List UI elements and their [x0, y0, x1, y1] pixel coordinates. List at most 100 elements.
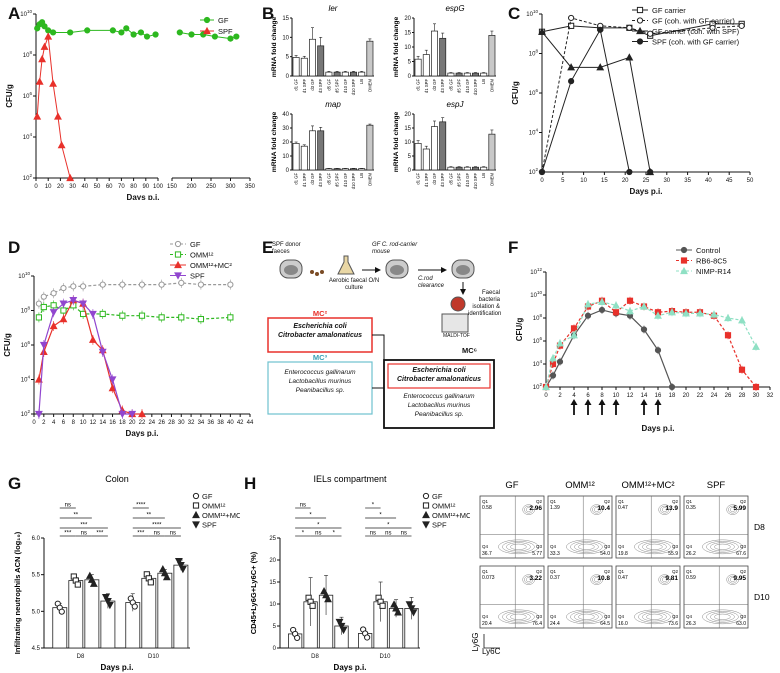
x-tick-label: 26 [725, 393, 732, 399]
data-point [49, 321, 58, 330]
x-tick-label: 40 [227, 420, 234, 426]
x-tick-label: d3 GF [310, 173, 315, 185]
quadrant-name: Q4 [618, 544, 625, 549]
data-point [568, 14, 575, 22]
x-tick-label: 30 [663, 178, 670, 184]
data-point [35, 77, 44, 85]
chart-title: IELs compartment [313, 474, 387, 484]
x-tick-label: 26 [158, 420, 165, 426]
clearance-text: C.rod clearance [418, 276, 445, 289]
legend-label: GF carrier (coh. with SPF) [652, 27, 740, 36]
contour [702, 609, 743, 625]
x-tick-label: LB [481, 173, 486, 178]
legend-marker [203, 16, 211, 24]
data-point [34, 410, 43, 419]
contour [502, 540, 535, 553]
x-tick-label: D10 [379, 654, 391, 660]
data-point [647, 30, 654, 37]
quadrant-name: Q4 [550, 614, 557, 619]
data-point [612, 301, 620, 309]
y-tick-label: 15 [404, 31, 411, 37]
data-point [69, 297, 78, 305]
bar [317, 45, 325, 77]
legend-label: GF carrier [652, 6, 686, 15]
y-tick-label: 104 [21, 375, 31, 384]
y-tick-label: 1012 [530, 267, 542, 276]
legend-marker [174, 251, 182, 258]
facs-y-axis-label: Ly6G [471, 633, 480, 652]
y-tick-label: 6.0 [32, 536, 41, 542]
significance-label: *** [64, 531, 72, 537]
contour [524, 575, 534, 584]
data-point [178, 314, 185, 321]
x-axis-label: Days p.i. [334, 663, 367, 672]
y-tick-label: 0 [286, 168, 290, 174]
x-tick-label: d5 SPF [335, 79, 340, 93]
x-tick-label: 20 [622, 178, 629, 184]
bar [333, 71, 341, 77]
quadrant-name: Q1 [686, 569, 693, 574]
data-point [542, 382, 550, 391]
quadrant-value: 1.39 [550, 505, 560, 511]
data-point [394, 608, 402, 616]
x-tick-label: d3 GF [432, 79, 437, 91]
x-tick-label: d1 SPF [424, 79, 429, 93]
data-point [162, 573, 171, 581]
bar [431, 30, 438, 77]
petri-dish-icon [450, 296, 466, 312]
data-point [538, 168, 546, 176]
legend-marker [636, 17, 644, 24]
contour [726, 504, 739, 515]
quadrant-name: Q3 [604, 614, 611, 619]
y-tick-label: 20 [282, 140, 289, 146]
contour [574, 542, 599, 552]
panel-label-a: A [8, 4, 21, 23]
y-tick-label: 106 [529, 88, 539, 97]
data-point [335, 618, 344, 627]
legend-marker [192, 492, 200, 500]
significance-label: ns [170, 531, 176, 537]
x-tick-label: 10 [580, 178, 587, 184]
legend-label: GF [202, 492, 213, 501]
bar [422, 148, 430, 171]
data-point [152, 31, 159, 38]
bar [480, 72, 488, 77]
y-tick-label: 104 [533, 359, 543, 368]
series-line [38, 299, 133, 415]
data-point [158, 281, 165, 288]
x-tick-label: d3 SPF [440, 79, 445, 93]
data-point [50, 302, 57, 309]
contour [638, 610, 671, 623]
data-point [40, 303, 47, 311]
x-tick-label: 10 [45, 184, 52, 190]
legend-marker [680, 246, 688, 254]
data-point [38, 54, 47, 63]
contour [642, 612, 667, 622]
contour [592, 505, 602, 514]
data-point [108, 376, 117, 384]
x-tick-label: d1 SPF [424, 173, 429, 187]
quadrant-name: Q1 [686, 499, 693, 504]
x-tick-label: 2 [42, 420, 46, 426]
bar [366, 124, 374, 171]
data-point [74, 581, 81, 588]
x-tick-label: d3 SPF [318, 79, 323, 93]
contour [642, 542, 667, 552]
contour [661, 507, 668, 513]
x-tick-label: d5 SPF [457, 79, 462, 93]
quadrant-name: Q2 [536, 499, 543, 504]
panel-label-g: G [8, 474, 22, 493]
chart-h: IELs compartment0510152025CD45+Ly6G+Ly6C… [249, 474, 470, 672]
data-point [101, 593, 110, 602]
panel-label-f: F [508, 238, 519, 257]
data-point [233, 33, 240, 40]
y-tick-label: 0 [408, 168, 412, 174]
x-tick-label: 0 [34, 184, 38, 190]
quadrant-value: 0.59 [686, 575, 696, 581]
data-point [549, 372, 557, 379]
contour [728, 575, 738, 584]
x-tick-label: DMEM [367, 78, 372, 91]
bar [463, 166, 471, 171]
spf-donor-text: SPF donor faeces [272, 242, 301, 255]
quadrant-value: 10.8 [597, 575, 610, 582]
